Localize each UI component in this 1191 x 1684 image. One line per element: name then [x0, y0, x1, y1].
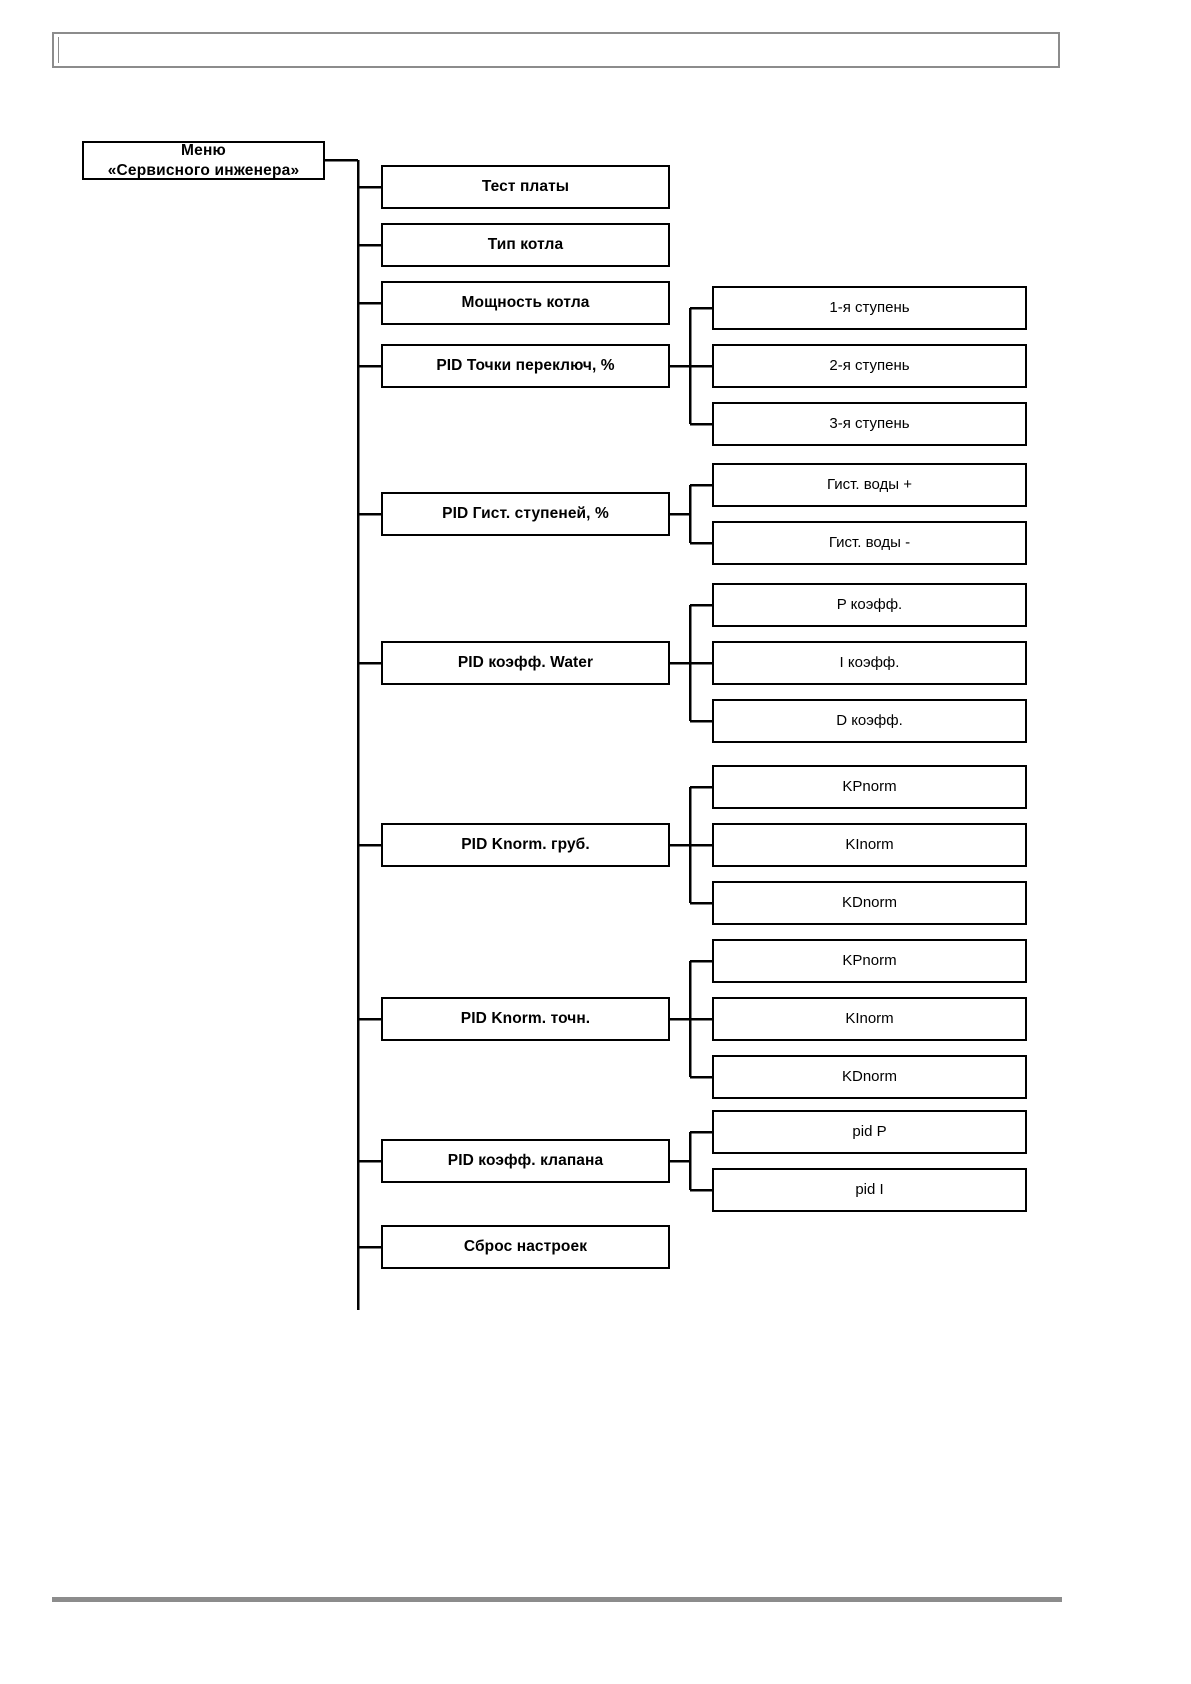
- submenu-item-gist-vody-plus[interactable]: Гист. воды +: [712, 463, 1027, 507]
- menu-item-label: PID коэфф. Water: [457, 654, 594, 672]
- menu-item-label: PID Knorm. груб.: [461, 836, 590, 854]
- submenu-item-label: 2-я ступень: [829, 356, 910, 374]
- root-menu-node[interactable]: Меню «Сервисного инженера»: [82, 141, 325, 180]
- submenu-item-label: P коэфф.: [836, 595, 903, 613]
- menu-item-sbros-nastroek[interactable]: Сброс настроек: [381, 1225, 670, 1269]
- menu-item-pid-koeff-klapana[interactable]: PID коэфф. клапана: [381, 1139, 670, 1183]
- submenu-item-kpnorm-tochn[interactable]: KPnorm: [712, 939, 1027, 983]
- submenu-item-pid-p[interactable]: pid P: [712, 1110, 1027, 1154]
- menu-item-label: PID Точки переключ, %: [436, 357, 615, 375]
- submenu-item-stupen-3[interactable]: 3-я ступень: [712, 402, 1027, 446]
- submenu-item-p-koeff[interactable]: P коэфф.: [712, 583, 1027, 627]
- submenu-item-label: pid P: [852, 1122, 887, 1140]
- menu-item-label: Тип котла: [487, 236, 564, 254]
- root-menu-label-line1: Меню: [181, 142, 226, 160]
- submenu-item-kinorm-grub[interactable]: KInorm: [712, 823, 1027, 867]
- menu-item-label: PID Knorm. точн.: [460, 1010, 591, 1028]
- submenu-item-label: KDnorm: [841, 893, 897, 911]
- submenu-item-label: pid I: [855, 1180, 884, 1198]
- menu-item-test-platy[interactable]: Тест платы: [381, 165, 670, 209]
- submenu-item-label: Гист. воды +: [827, 475, 912, 493]
- menu-item-pid-knorm-tochn[interactable]: PID Knorm. точн.: [381, 997, 670, 1041]
- submenu-item-kinorm-tochn[interactable]: KInorm: [712, 997, 1027, 1041]
- submenu-item-stupen-1[interactable]: 1-я ступень: [712, 286, 1027, 330]
- submenu-item-label: 1-я ступень: [829, 298, 910, 316]
- menu-item-pid-knorm-grub[interactable]: PID Knorm. груб.: [381, 823, 670, 867]
- menu-item-pid-koeff-water[interactable]: PID коэфф. Water: [381, 641, 670, 685]
- submenu-item-pid-i[interactable]: pid I: [712, 1168, 1027, 1212]
- menu-item-label: PID Гист. ступеней, %: [442, 505, 609, 523]
- menu-item-tip-kotla[interactable]: Тип котла: [381, 223, 670, 267]
- menu-item-label: PID коэфф. клапана: [447, 1152, 604, 1170]
- menu-item-label: Тест платы: [481, 178, 570, 196]
- menu-item-moshchnost-kotla[interactable]: Мощность котла: [381, 281, 670, 325]
- submenu-item-label: KInorm: [845, 1009, 894, 1027]
- submenu-item-label: I коэфф.: [839, 653, 900, 671]
- submenu-item-stupen-2[interactable]: 2-я ступень: [712, 344, 1027, 388]
- submenu-item-kdnorm-grub[interactable]: KDnorm: [712, 881, 1027, 925]
- submenu-item-kpnorm-grub[interactable]: KPnorm: [712, 765, 1027, 809]
- root-menu-label-line2: «Сервисного инженера»: [107, 161, 300, 179]
- submenu-item-i-koeff[interactable]: I коэфф.: [712, 641, 1027, 685]
- submenu-item-kdnorm-tochn[interactable]: KDnorm: [712, 1055, 1027, 1099]
- header-frame: [52, 32, 1060, 68]
- menu-item-pid-gist-stupeney[interactable]: PID Гист. ступеней, %: [381, 492, 670, 536]
- menu-item-label: Мощность котла: [461, 294, 590, 312]
- submenu-item-gist-vody-minus[interactable]: Гист. воды -: [712, 521, 1027, 565]
- submenu-item-label: KInorm: [845, 835, 894, 853]
- submenu-item-label: Гист. воды -: [828, 533, 911, 551]
- submenu-item-label: KPnorm: [842, 777, 897, 795]
- submenu-item-d-koeff[interactable]: D коэфф.: [712, 699, 1027, 743]
- submenu-item-label: 3-я ступень: [829, 414, 910, 432]
- submenu-item-label: KPnorm: [842, 951, 897, 969]
- menu-item-pid-tochki-pereklyuch[interactable]: PID Точки переключ, %: [381, 344, 670, 388]
- submenu-item-label: D коэфф.: [836, 711, 903, 729]
- footer-rule: [52, 1597, 1062, 1602]
- menu-item-label: Сброс настроек: [463, 1238, 588, 1256]
- submenu-item-label: KDnorm: [841, 1067, 897, 1085]
- header-frame-inner: [58, 37, 1054, 63]
